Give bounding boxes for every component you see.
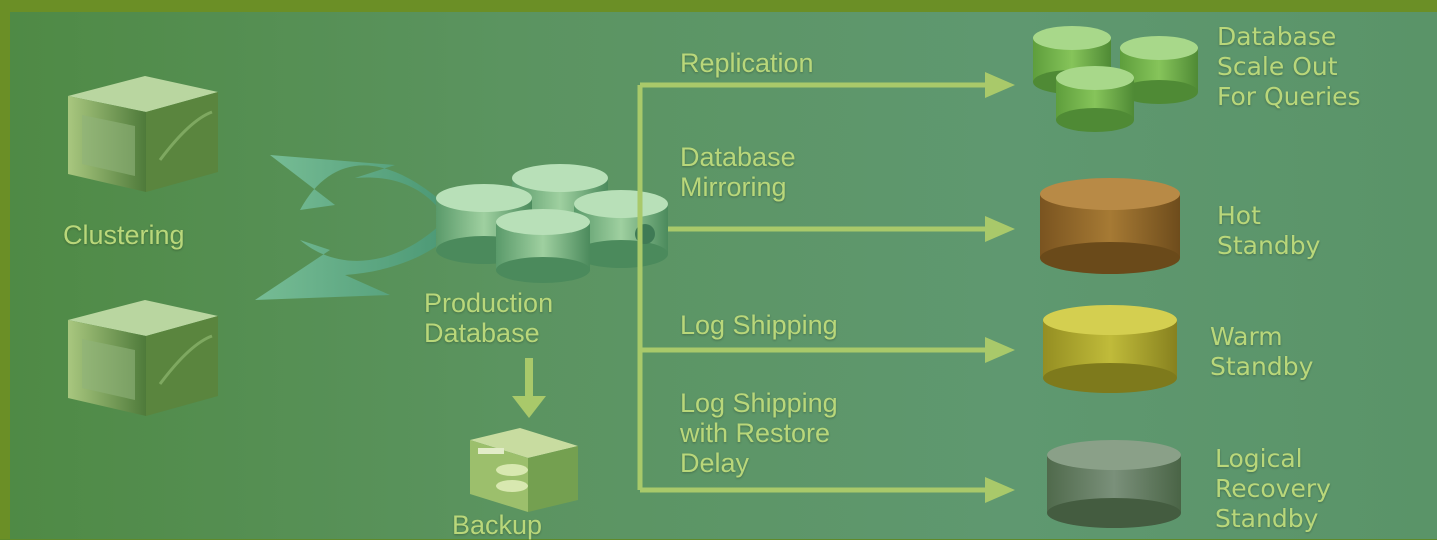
hot-standby-line1: Hot bbox=[1217, 201, 1261, 230]
log-shipping-delay-label: Log Shipping with Restore Delay bbox=[680, 388, 838, 478]
branch-lines bbox=[637, 82, 990, 493]
production-database-label: Production Database bbox=[424, 288, 553, 348]
server-tower-icon bbox=[68, 300, 218, 416]
server-tower-icon bbox=[68, 76, 218, 192]
warm-standby-label: Warm Standby bbox=[1210, 322, 1313, 382]
scale-out-line1: Database bbox=[1217, 22, 1337, 51]
clustering-label: Clustering bbox=[63, 220, 185, 250]
log-shipping-label: Log Shipping bbox=[680, 310, 838, 340]
hot-standby-database-icon bbox=[1040, 178, 1180, 274]
logical-standby-database-icon bbox=[1047, 440, 1181, 528]
backup-arrow bbox=[512, 358, 546, 418]
database-cluster-icon bbox=[436, 164, 668, 283]
log-shipping-delay-line1: Log Shipping bbox=[680, 388, 838, 418]
scale-out-line3: For Queries bbox=[1217, 82, 1361, 111]
log-shipping-delay-line3: Delay bbox=[680, 448, 750, 478]
scale-out-label: Database Scale Out For Queries bbox=[1217, 22, 1361, 112]
replication-label: Replication bbox=[680, 48, 814, 78]
backup-box-icon bbox=[470, 428, 578, 512]
production-label-line2: Database bbox=[424, 318, 540, 348]
scale-out-database-icon bbox=[1033, 26, 1198, 132]
scale-out-line2: Scale Out bbox=[1217, 52, 1338, 81]
logical-standby-label: Logical Recovery Standby bbox=[1215, 444, 1331, 534]
mirroring-label-line2: Mirroring bbox=[680, 172, 787, 202]
production-label-line1: Production bbox=[424, 288, 554, 318]
mirroring-label-line1: Database bbox=[680, 142, 796, 172]
hot-standby-line2: Standby bbox=[1217, 231, 1321, 260]
warm-standby-line2: Standby bbox=[1210, 352, 1314, 381]
hot-standby-label: Hot Standby bbox=[1217, 201, 1320, 261]
diagram-panel bbox=[10, 12, 1437, 539]
mirroring-label: Database Mirroring bbox=[680, 142, 796, 202]
branch-arrowheads bbox=[985, 72, 1015, 503]
backup-label: Backup bbox=[452, 510, 543, 540]
warm-standby-database-icon bbox=[1043, 305, 1177, 393]
logical-standby-line2: Recovery bbox=[1215, 474, 1331, 503]
warm-standby-line1: Warm bbox=[1210, 322, 1283, 351]
logical-standby-line1: Logical bbox=[1215, 444, 1303, 473]
logical-standby-line3: Standby bbox=[1215, 504, 1319, 533]
cluster-arrows bbox=[255, 155, 445, 300]
log-shipping-delay-line2: with Restore bbox=[680, 418, 831, 448]
